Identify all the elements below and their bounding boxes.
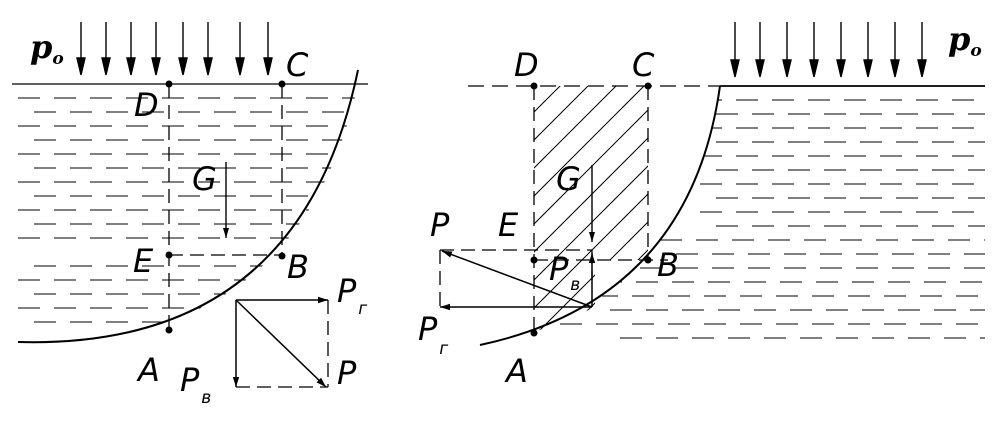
right-point-d <box>530 82 538 90</box>
left-surface-pressure-arrows <box>76 22 273 76</box>
left-label-d: D <box>134 86 159 124</box>
left-label-p: P <box>337 354 357 392</box>
right-surface-pressure-arrows <box>730 22 927 78</box>
right-p0-label: po <box>948 20 982 61</box>
left-force-total-arrow <box>235 299 327 388</box>
right-label-g: G <box>556 160 581 198</box>
left-label-b: B <box>287 248 309 286</box>
right-point-b <box>644 256 652 264</box>
right-label-b: B <box>657 246 679 284</box>
right-pressure-body-hatching <box>534 86 648 332</box>
left-label-a: A <box>136 351 160 389</box>
left-points <box>165 80 286 334</box>
left-point-d <box>165 80 173 88</box>
right-point-e <box>530 256 538 264</box>
right-force-arrows <box>440 250 596 311</box>
left-point-c <box>278 80 286 88</box>
right-label-pg: Pг <box>418 310 448 359</box>
right-points <box>530 82 652 337</box>
right-water-hatching <box>560 99 985 339</box>
right-label-d: D <box>514 46 539 84</box>
left-p0-label: po <box>30 28 64 69</box>
right-label-e: E <box>498 206 519 244</box>
left-point-b <box>278 252 286 260</box>
right-label-a: A <box>504 352 528 390</box>
right-label-c: C <box>632 46 655 84</box>
right-force-total-arrow <box>441 250 593 308</box>
right-label-p: P <box>430 206 450 244</box>
left-label-c: C <box>286 46 309 84</box>
left-label-g: G <box>192 160 217 198</box>
right-point-c <box>644 82 652 90</box>
left-water-hatching <box>18 97 358 323</box>
left-point-a <box>165 326 173 334</box>
left-curved-wall <box>17 69 359 344</box>
left-label-e: E <box>133 242 154 280</box>
left-force-arrows <box>232 296 328 388</box>
right-point-a <box>530 329 538 337</box>
left-point-e <box>165 251 173 259</box>
left-construction-lines <box>168 84 329 388</box>
